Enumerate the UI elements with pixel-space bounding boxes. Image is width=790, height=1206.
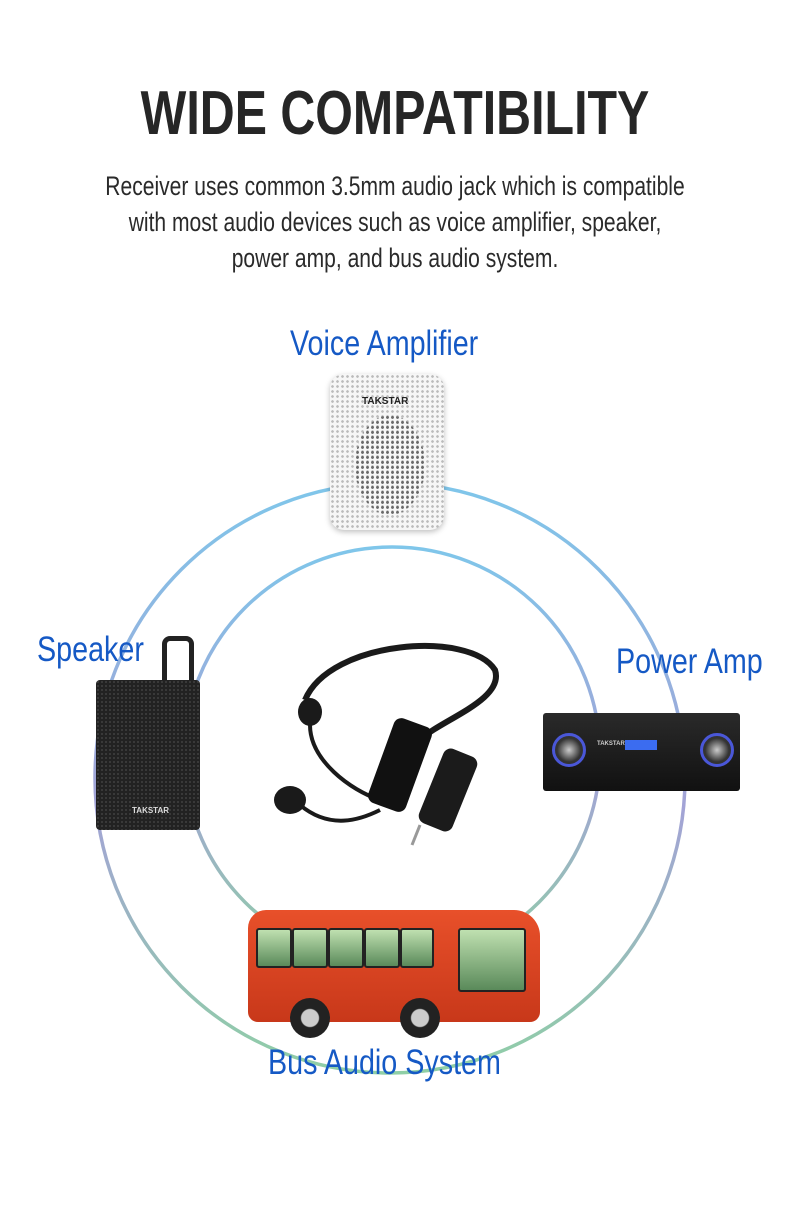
amplifier-brand: TAKSTAR — [362, 396, 409, 407]
description-line: Receiver uses common 3.5mm audio jack wh… — [105, 171, 685, 201]
amplifier-grille — [355, 415, 425, 515]
description-line: power amp, and bus audio system. — [231, 243, 559, 273]
label-power-amp: Power Amp — [616, 642, 763, 681]
speaker-handle — [162, 636, 194, 687]
knob-icon — [700, 733, 734, 767]
bus-window — [328, 928, 364, 968]
bus-wheel — [400, 998, 440, 1038]
speaker-brand: TAKSTAR — [132, 806, 170, 815]
label-bus-audio-system: Bus Audio System — [268, 1043, 501, 1082]
speaker-body — [96, 680, 200, 830]
description: Receiver uses common 3.5mm audio jack wh… — [87, 168, 703, 276]
bus-window — [256, 928, 292, 968]
bus-windshield — [458, 928, 526, 992]
headset-microphone-image — [274, 643, 499, 846]
bus-window — [292, 928, 328, 968]
label-voice-amplifier: Voice Amplifier — [290, 324, 479, 363]
knob-icon — [552, 733, 586, 767]
label-speaker: Speaker — [37, 630, 144, 669]
page-title: WIDE COMPATIBILITY — [140, 79, 650, 148]
description-line: with most audio devices such as voice am… — [128, 207, 662, 237]
power-amp-brand: TAKSTAR — [597, 741, 625, 747]
lcd-display — [625, 740, 657, 750]
bus-window — [400, 928, 434, 968]
bus-wheel — [290, 998, 330, 1038]
bus-window — [364, 928, 400, 968]
